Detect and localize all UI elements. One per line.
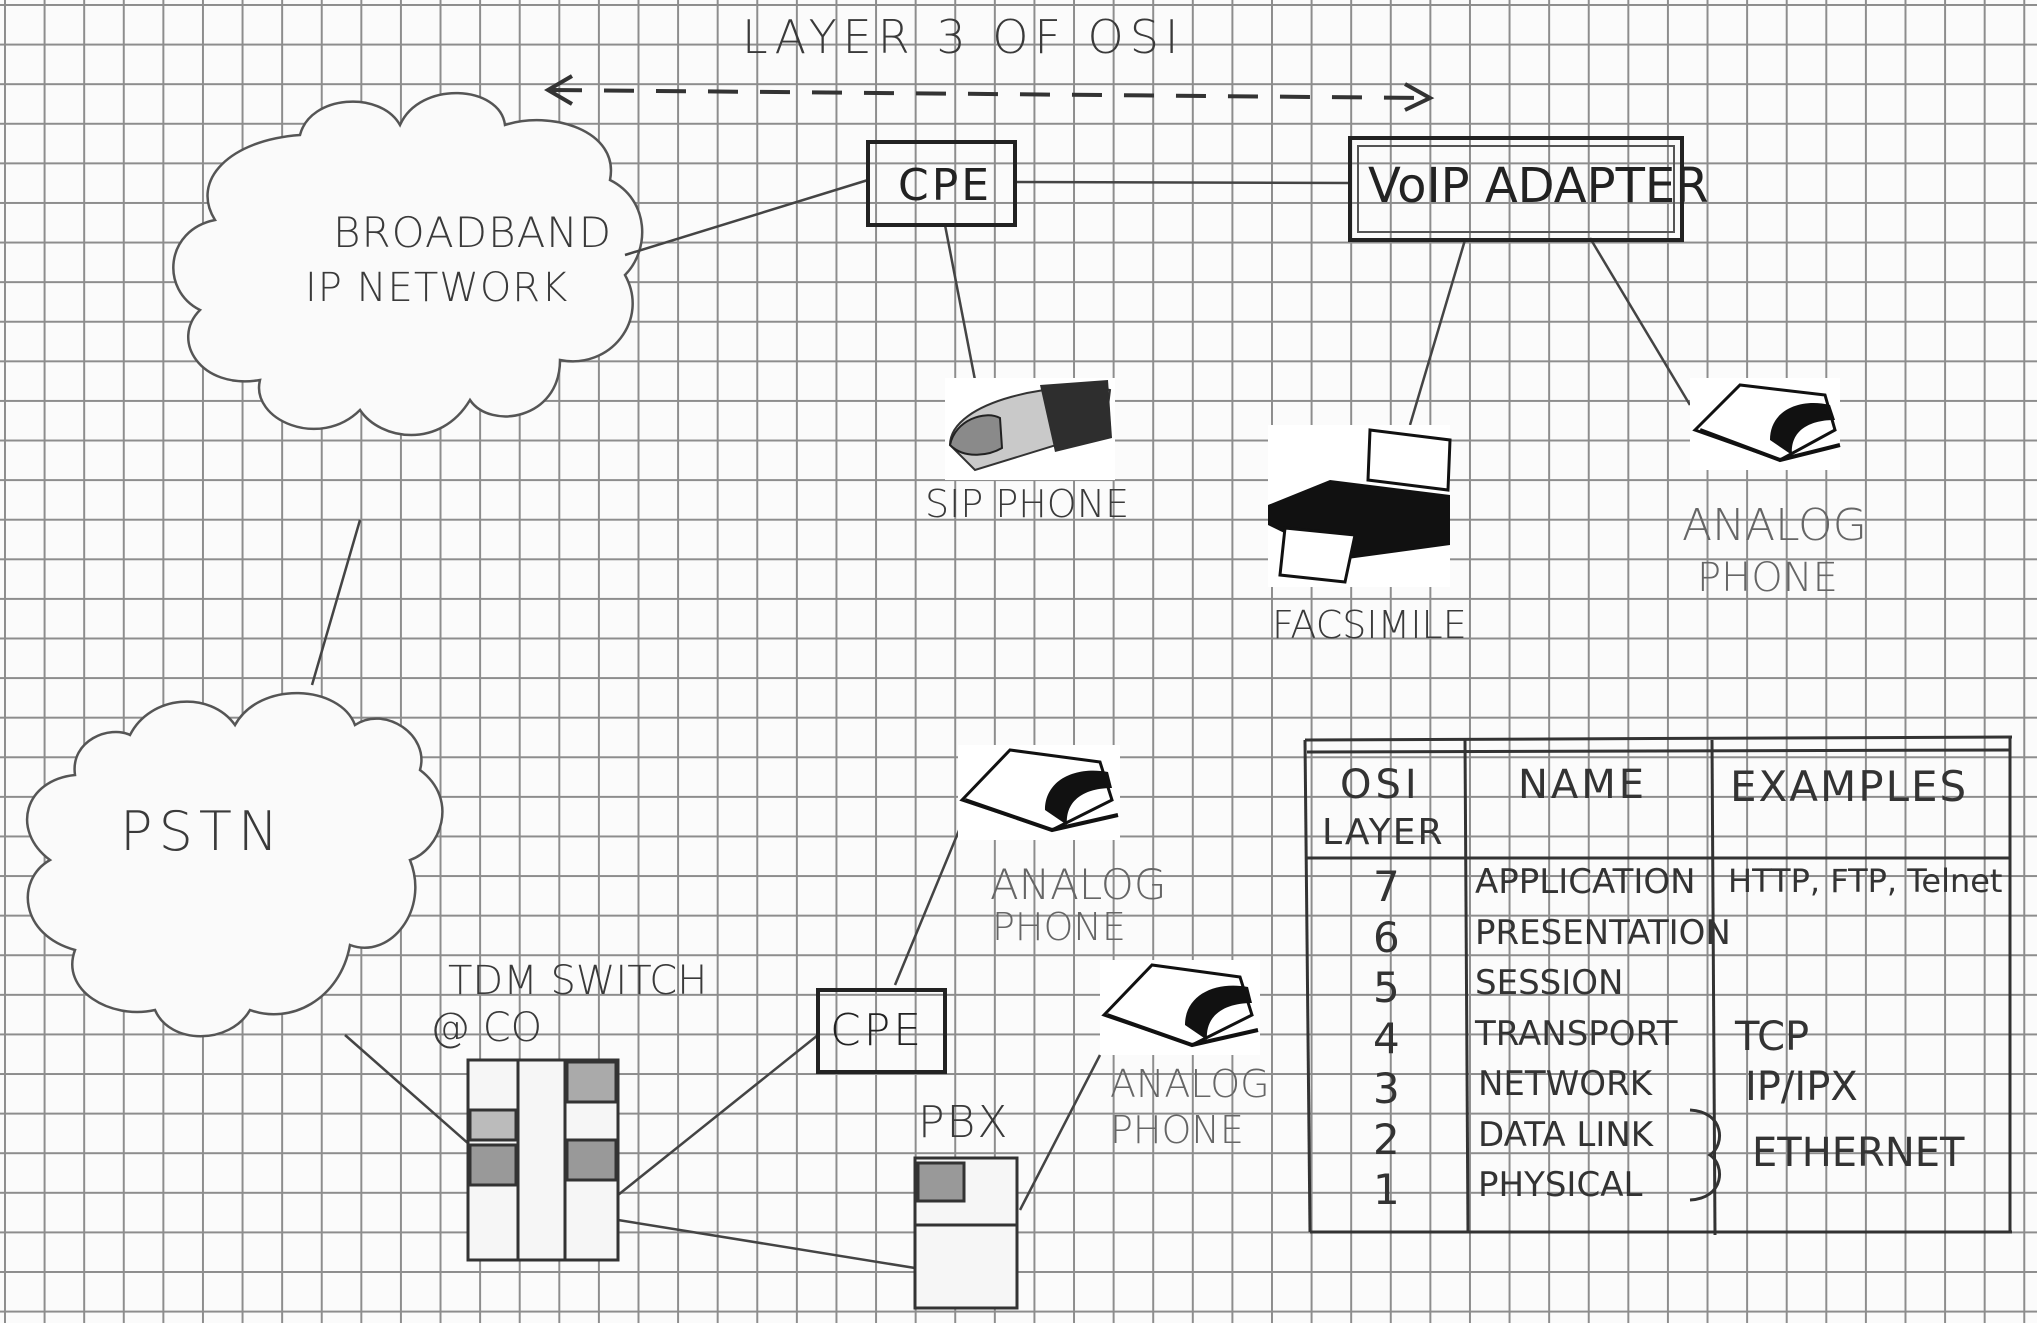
cpe-top-box <box>866 140 1017 227</box>
osi-row-name: DATA LINK <box>1478 1114 1654 1155</box>
tdm-switch-label-line1: TDM SWITCH <box>448 958 708 1004</box>
osi-row-layer: 5 <box>1373 963 1400 1012</box>
osi-row-name: APPLICATION <box>1475 862 1696 902</box>
osi-row-layer: 3 <box>1373 1064 1400 1113</box>
analog-mid-label-line2: PHONE <box>992 905 1126 949</box>
broadband-cloud <box>172 91 644 437</box>
cpe-bottom-box <box>816 988 947 1074</box>
sip-phone-icon <box>945 378 1115 480</box>
top-label: LAYER 3 OF OSI <box>742 10 1185 64</box>
analog-phone-top-icon <box>1690 378 1841 470</box>
voip-adapter-label: VoIP ADAPTER <box>1368 158 1709 214</box>
analog-low-label-line2: PHONE <box>1110 1108 1244 1152</box>
osi-header-osi: OSI <box>1340 762 1421 808</box>
cpe-bottom-label: CPE <box>830 1005 925 1056</box>
osi-row-name: TRANSPORT <box>1475 1013 1678 1054</box>
osi-header-examples: EXAMPLES <box>1730 762 1969 811</box>
sip-phone-label: SIP PHONE <box>925 482 1130 526</box>
osi-row-layer: 1 <box>1373 1165 1400 1214</box>
pstn-label: PSTN <box>120 800 285 863</box>
osi-row-example: IP/IPX <box>1745 1064 1858 1110</box>
osi-row-name: SESSION <box>1475 963 1624 1003</box>
analog-mid-label-line1: ANALOG <box>990 860 1167 909</box>
facsimile-icon <box>1268 425 1452 587</box>
osi-header-name: NAME <box>1518 762 1648 808</box>
analog-top-label-line2: PHONE <box>1697 555 1838 601</box>
pbx-rack <box>913 1156 1019 1310</box>
cpe-top-label: CPE <box>898 160 993 211</box>
analog-low-label-line1: ANALOG <box>1110 1062 1270 1106</box>
voip-adapter-inner <box>1357 145 1675 233</box>
osi-row-name: PHYSICAL <box>1478 1165 1643 1205</box>
voip-adapter-outer <box>1348 136 1684 242</box>
osi-row-layer: 6 <box>1373 912 1400 962</box>
osi-bracket-example: ETHERNET <box>1752 1130 1965 1176</box>
osi-row-layer: 7 <box>1373 862 1400 911</box>
broadband-label-line1: BROADBAND <box>333 208 613 257</box>
analog-phone-low-icon <box>1100 960 1260 1055</box>
osi-row-example: HTTP, FTP, Telnet <box>1728 862 2003 900</box>
osi-table-grid <box>1303 735 2013 1236</box>
osi-row-name: PRESENTATION <box>1475 912 1731 953</box>
facsimile-label: FACSIMILE <box>1272 603 1467 647</box>
osi-row-name: NETWORK <box>1478 1064 1652 1104</box>
broadband-label-line2: IP NETWORK <box>305 265 569 311</box>
osi-header-layer: LAYER <box>1322 812 1445 853</box>
osi-row-layer: 4 <box>1373 1013 1400 1063</box>
tdm-switch-label-line2: @ CO <box>430 1005 543 1051</box>
analog-top-label-line1: ANALOG <box>1682 500 1867 551</box>
connection-lines <box>310 178 1692 1270</box>
tdm-switch-rack <box>466 1058 620 1262</box>
pstn-cloud <box>25 691 444 1038</box>
analog-phone-mid-icon <box>958 745 1120 840</box>
osi-row-example: TCP <box>1735 1013 1810 1060</box>
layer3-arrow <box>544 74 1435 112</box>
pbx-label: PBX <box>918 1097 1010 1148</box>
osi-row-layer: 2 <box>1373 1114 1400 1164</box>
